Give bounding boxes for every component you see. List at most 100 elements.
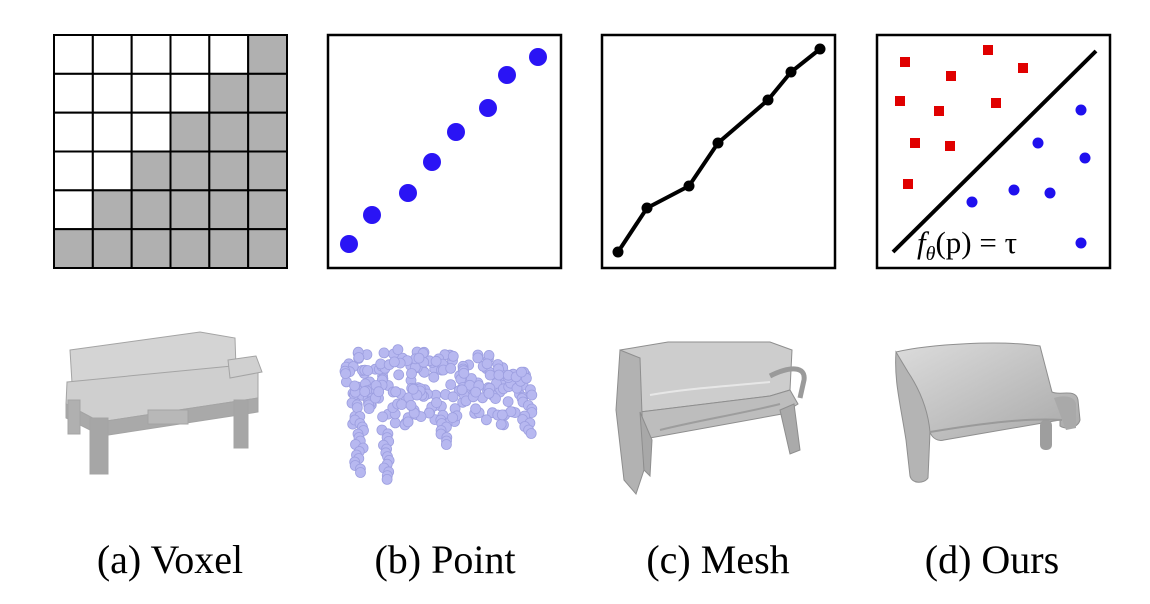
outside-samples (895, 45, 1028, 189)
mesh-bench-render (615, 341, 807, 495)
inside-samples (966, 104, 1091, 249)
point-marker (363, 206, 381, 224)
voxel-cell-empty (169, 34, 211, 75)
voxel-cell-filled (169, 189, 211, 231)
voxel-cell-empty (130, 111, 172, 153)
point-marker (399, 184, 417, 202)
bench-point-sphere (445, 362, 457, 374)
outside-square (983, 45, 993, 55)
mesh-vertex (814, 43, 826, 55)
mesh-panel (600, 33, 837, 270)
mesh-vertex (785, 66, 797, 78)
bench-point-sphere (447, 350, 459, 362)
bench-point-sphere (502, 396, 514, 408)
voxel-grid-panel (53, 34, 289, 270)
bench-point-sphere (377, 411, 389, 423)
bench-point-sphere (470, 386, 482, 398)
outside-square (903, 179, 913, 189)
bench-point-sphere (496, 409, 508, 421)
bench-point-sphere (447, 412, 459, 424)
voxel-cell-empty (53, 72, 94, 114)
voxel-cell-empty (208, 34, 250, 75)
voxel-cell-empty (91, 150, 133, 192)
bench-point-sphere (525, 428, 537, 439)
bench-point-sphere (405, 399, 417, 411)
caption-ours: (d) Ours (924, 537, 1060, 582)
mesh-vertex (641, 202, 653, 214)
voxel-cell-empty (91, 72, 133, 114)
caption-mesh: (c) Mesh (646, 537, 790, 582)
bench-point-sphere (402, 416, 414, 428)
bench-point-sphere (396, 399, 408, 410)
bench-point-sphere (378, 347, 390, 359)
bench-point-sphere (406, 368, 417, 379)
bench-point-sphere (445, 379, 457, 391)
bench-point-sphere (481, 358, 493, 370)
point-marker (340, 235, 358, 253)
bench-point-sphere (407, 383, 419, 395)
voxel-cell-empty (91, 111, 133, 153)
voxel-cell-filled (247, 228, 289, 270)
voxel-cell-filled (169, 111, 211, 153)
outside-square (910, 138, 920, 148)
bench-point-sphere (480, 414, 492, 426)
point-marker (447, 123, 465, 141)
point-marker (479, 99, 497, 117)
voxel-cell-filled (91, 228, 133, 270)
ours-panel: fθ(p) = τ (875, 33, 1112, 270)
outside-square (946, 71, 956, 81)
outside-square (934, 106, 944, 116)
voxel-cell-filled (130, 228, 172, 270)
bench-point-sphere (390, 386, 402, 398)
voxel-cell-filled (247, 34, 289, 75)
bench-point-sphere (493, 369, 505, 381)
bench-point-sphere (472, 352, 484, 364)
inside-point (1044, 187, 1056, 199)
inside-point (1075, 237, 1087, 249)
point-panel (326, 33, 563, 270)
voxel-cell-filled (130, 150, 172, 192)
bench-point-sphere (440, 439, 452, 450)
inside-point (1032, 137, 1044, 149)
voxel-cell-filled (208, 111, 250, 153)
decision-equation: fθ(p) = τ (917, 225, 1017, 265)
voxel-cell-filled (247, 72, 289, 114)
voxel-cell-empty (53, 150, 94, 192)
inside-point (1008, 184, 1020, 196)
bench-point-sphere (340, 368, 352, 380)
outside-square (900, 57, 910, 67)
bench-point-sphere (353, 352, 365, 363)
outside-square (945, 141, 955, 151)
bench-point-sphere (381, 473, 393, 485)
voxel-cell-empty (130, 34, 172, 75)
voxel-cell-empty (130, 72, 172, 114)
voxel-cell-filled (247, 189, 289, 231)
inside-point (1079, 152, 1091, 164)
mesh-vertex (683, 180, 695, 192)
voxel-cell-filled (169, 228, 211, 270)
bench-point-sphere (351, 402, 363, 414)
bench-point-sphere (362, 365, 374, 376)
bench-point-sphere (483, 387, 495, 399)
voxel-cell-filled (91, 189, 133, 231)
bench-point-sphere (428, 371, 440, 383)
outside-square (991, 98, 1001, 108)
voxel-cell-filled (208, 189, 250, 231)
inside-point (966, 196, 978, 208)
bench-point-sphere (393, 369, 405, 381)
voxel-cell-filled (53, 228, 94, 270)
caption-voxel: (a) Voxel (96, 537, 244, 582)
voxel-cell-empty (53, 111, 94, 153)
voxel-cell-filled (208, 150, 250, 192)
bench-point-sphere (431, 397, 442, 409)
voxel-cell-filled (169, 150, 211, 192)
bench-point-sphere (447, 391, 459, 403)
voxel-cell-empty (53, 189, 94, 231)
ours-bench-render (895, 342, 1081, 483)
bench-point-sphere (456, 384, 468, 396)
voxel-cell-empty (169, 72, 211, 114)
voxel-cell-filled (208, 72, 250, 114)
mesh-vertex (712, 137, 724, 149)
decision-boundary-line (891, 49, 1098, 254)
